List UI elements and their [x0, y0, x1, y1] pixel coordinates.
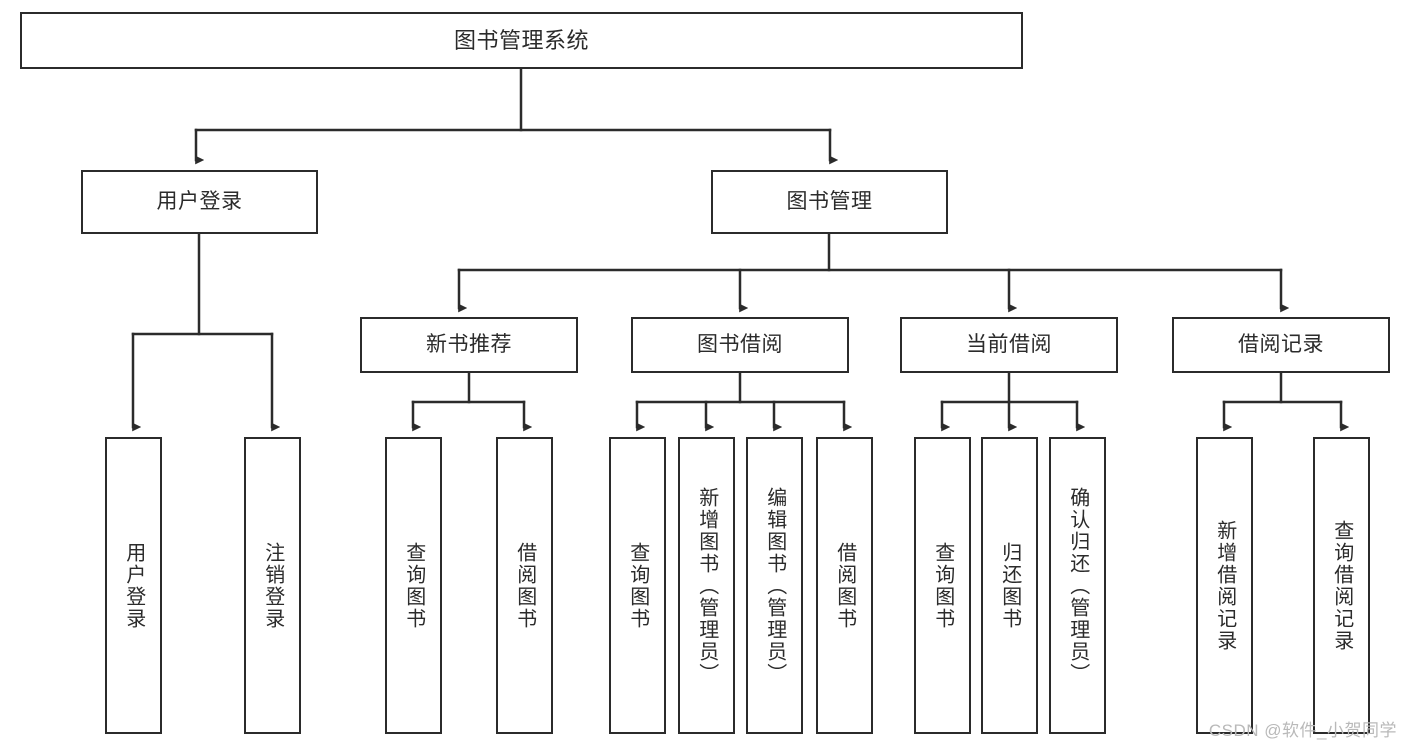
node-borrow-records[interactable]: 借阅记录 — [1172, 317, 1390, 373]
leaf-confirm-return-admin[interactable]: 确认归还（管理员） — [1049, 437, 1106, 734]
leaf-edit-book-admin[interactable]: 编辑图书（管理员） — [746, 437, 803, 734]
leaf-return-books[interactable]: 归还图书 — [981, 437, 1038, 734]
node-current-borrow[interactable]: 当前借阅 — [900, 317, 1118, 373]
node-label: 图书管理系统 — [453, 27, 589, 53]
node-label: 新增图书（管理员） — [695, 486, 718, 685]
node-root-book-management-system[interactable]: 图书管理系统 — [20, 12, 1023, 69]
csdn-watermark: CSDN @软件_小贺同学 — [1208, 721, 1397, 740]
node-label: 查询图书 — [626, 541, 649, 630]
leaf-logout[interactable]: 注销登录 — [244, 437, 301, 734]
node-label: 用户登录 — [122, 541, 145, 630]
node-label: 注销登录 — [261, 541, 284, 630]
node-label: 确认归还（管理员） — [1066, 486, 1089, 685]
node-label: 查询图书 — [931, 541, 954, 630]
node-label: 新书推荐 — [426, 332, 512, 356]
node-book-borrow[interactable]: 图书借阅 — [631, 317, 849, 373]
node-label: 查询借阅记录 — [1330, 519, 1353, 652]
leaf-query-books-borrow[interactable]: 查询图书 — [609, 437, 666, 734]
node-label: 借阅记录 — [1238, 332, 1324, 356]
node-label: 借阅图书 — [513, 541, 536, 630]
node-new-book-recommend[interactable]: 新书推荐 — [360, 317, 578, 373]
node-label: 图书借阅 — [697, 332, 783, 356]
node-label: 查询图书 — [402, 541, 425, 630]
node-book-management[interactable]: 图书管理 — [711, 170, 948, 234]
leaf-add-borrow-record[interactable]: 新增借阅记录 — [1196, 437, 1253, 734]
leaf-query-borrow-record[interactable]: 查询借阅记录 — [1313, 437, 1370, 734]
node-user-login[interactable]: 用户登录 — [81, 170, 318, 234]
node-label: 编辑图书（管理员） — [763, 486, 786, 685]
leaf-query-books-current[interactable]: 查询图书 — [914, 437, 971, 734]
leaf-query-books-recommend[interactable]: 查询图书 — [385, 437, 442, 734]
leaf-borrow-books[interactable]: 借阅图书 — [816, 437, 873, 734]
leaf-add-book-admin[interactable]: 新增图书（管理员） — [678, 437, 735, 734]
leaf-user-login[interactable]: 用户登录 — [105, 437, 162, 734]
node-label: 用户登录 — [156, 189, 243, 213]
node-label: 新增借阅记录 — [1213, 519, 1236, 652]
leaf-borrow-books-recommend[interactable]: 借阅图书 — [496, 437, 553, 734]
node-label: 归还图书 — [998, 541, 1021, 630]
node-label: 当前借阅 — [966, 332, 1052, 356]
node-label: 图书管理 — [786, 189, 873, 213]
node-label: 借阅图书 — [833, 541, 856, 630]
